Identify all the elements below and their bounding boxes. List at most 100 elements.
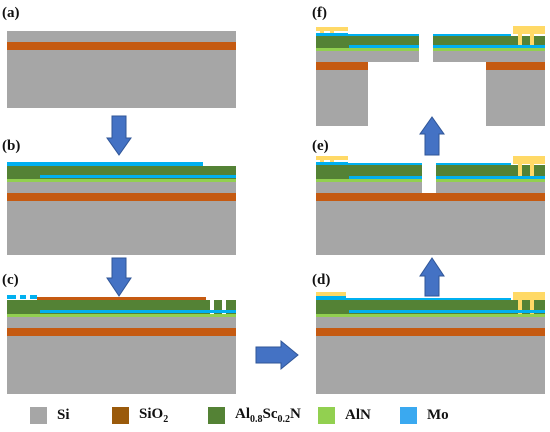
pad-metal bbox=[513, 156, 545, 164]
panel-e-label: (e) bbox=[312, 138, 329, 154]
legend-label-alscn: Al0.8Sc0.2N bbox=[235, 405, 301, 425]
pad-metal bbox=[316, 27, 348, 31]
sio2-mask bbox=[37, 297, 206, 300]
mo-top-electrode bbox=[316, 33, 348, 36]
si-substrate-right bbox=[486, 70, 545, 126]
mo-top-electrode bbox=[316, 296, 346, 300]
si-membrane bbox=[433, 51, 545, 62]
si-layer bbox=[436, 182, 545, 193]
arrow-up-icon bbox=[419, 257, 445, 297]
via-opening bbox=[222, 296, 226, 314]
si-layer bbox=[7, 182, 236, 193]
si-layer bbox=[316, 182, 422, 193]
si-layer bbox=[316, 317, 545, 328]
si-substrate-left bbox=[316, 70, 368, 126]
legend: Si SiO2 Al0.8Sc0.2N AlN Mo bbox=[0, 404, 550, 426]
panel-b: (b) bbox=[2, 138, 236, 255]
pad-metal bbox=[316, 292, 346, 296]
legend-item-alscn: Al0.8Sc0.2N bbox=[208, 404, 301, 426]
pad-metal bbox=[513, 292, 545, 300]
mo-bottom-electrode bbox=[433, 45, 545, 48]
pad-via bbox=[518, 34, 522, 48]
arrow-up-icon bbox=[419, 116, 445, 156]
mo-top-electrode bbox=[7, 162, 203, 166]
sio2-layer bbox=[316, 328, 545, 336]
si-swatch bbox=[30, 406, 47, 424]
pad-metal bbox=[316, 156, 348, 160]
mo-top-electrode bbox=[348, 163, 422, 165]
panel-e: (e) bbox=[312, 138, 545, 255]
aln-seed-layer bbox=[436, 179, 545, 182]
panel-d-label: (d) bbox=[312, 272, 330, 288]
aln-seed-layer bbox=[316, 179, 422, 182]
alscn-layer bbox=[316, 165, 422, 179]
pad-via bbox=[530, 164, 534, 179]
si-layer bbox=[7, 317, 236, 328]
panel-a-label: (a) bbox=[2, 5, 20, 21]
aln-swatch bbox=[318, 406, 335, 424]
aln-seed-layer bbox=[7, 179, 236, 182]
sio2-layer bbox=[486, 62, 545, 70]
mo-bottom-electrode bbox=[349, 176, 422, 179]
sio2-layer bbox=[7, 328, 236, 336]
mo-top-electrode bbox=[316, 162, 348, 165]
arrow-right-icon bbox=[255, 339, 299, 371]
mo-top-electrode bbox=[436, 163, 511, 165]
mo-top-electrode bbox=[348, 34, 419, 36]
sio2-layer bbox=[316, 62, 368, 70]
mo-bottom-electrode bbox=[349, 310, 545, 313]
mo-top-electrode bbox=[433, 34, 511, 36]
legend-item-aln: AlN bbox=[318, 404, 371, 426]
pad-via bbox=[330, 31, 334, 34]
si-substrate bbox=[7, 201, 236, 255]
si-layer bbox=[7, 31, 236, 42]
sio2-layer bbox=[7, 193, 236, 201]
mo-swatch bbox=[400, 406, 417, 424]
pad-via bbox=[530, 300, 534, 314]
sio2-swatch bbox=[112, 406, 129, 424]
panel-b-label: (b) bbox=[2, 138, 20, 154]
mo-bottom-electrode bbox=[40, 175, 236, 178]
legend-item-mo: Mo bbox=[400, 404, 449, 426]
via-opening bbox=[210, 296, 214, 314]
via-opening bbox=[16, 294, 20, 300]
mo-top-electrode bbox=[346, 298, 511, 300]
panel-c-label: (c) bbox=[2, 272, 19, 288]
panel-f-label: (f) bbox=[312, 5, 327, 21]
mo-bottom-electrode bbox=[349, 45, 419, 48]
pad-via bbox=[518, 164, 522, 179]
legend-item-sio2: SiO2 bbox=[112, 404, 168, 426]
mo-top-electrode bbox=[7, 295, 37, 299]
si-substrate bbox=[316, 201, 545, 255]
pad-via bbox=[518, 300, 522, 314]
pad-via bbox=[320, 31, 324, 34]
panel-a: (a) bbox=[2, 5, 236, 108]
sio2-layer bbox=[316, 193, 545, 201]
pad-via bbox=[330, 160, 334, 163]
aln-seed-layer bbox=[316, 48, 419, 51]
arrow-down-icon bbox=[106, 257, 132, 297]
panel-f: (f) bbox=[312, 5, 545, 126]
via-opening bbox=[26, 294, 30, 300]
si-substrate bbox=[316, 336, 545, 394]
panel-c: (c) bbox=[2, 272, 236, 394]
aln-seed-layer bbox=[316, 314, 545, 317]
legend-label-aln: AlN bbox=[345, 406, 371, 423]
legend-label-mo: Mo bbox=[427, 406, 449, 423]
aln-seed-layer bbox=[433, 48, 545, 51]
aln-seed-layer bbox=[7, 314, 236, 317]
si-substrate bbox=[7, 50, 236, 108]
mo-bottom-electrode bbox=[40, 310, 236, 313]
legend-label-si: Si bbox=[57, 406, 70, 423]
pad-via bbox=[530, 34, 534, 48]
mo-bottom-electrode bbox=[436, 176, 545, 179]
panel-d: (d) bbox=[312, 272, 545, 394]
arrow-down-icon bbox=[106, 115, 132, 156]
alscn-layer bbox=[436, 165, 545, 179]
si-substrate bbox=[7, 336, 236, 394]
pad-metal bbox=[513, 26, 545, 34]
sio2-layer bbox=[7, 42, 236, 50]
pad-via bbox=[320, 160, 324, 163]
alscn-swatch bbox=[208, 406, 225, 424]
